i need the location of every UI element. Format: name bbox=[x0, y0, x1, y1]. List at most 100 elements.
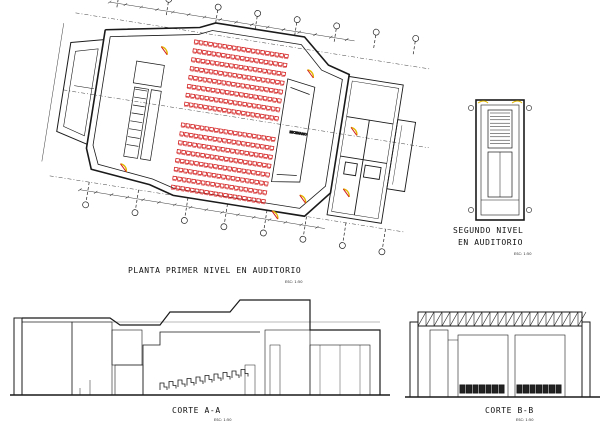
seat-back bbox=[219, 187, 224, 189]
truss-web bbox=[457, 311, 467, 327]
seat-back bbox=[190, 128, 195, 130]
seat-back bbox=[205, 63, 210, 65]
seat-back bbox=[270, 83, 275, 85]
seat bbox=[221, 107, 227, 113]
dimension-tick bbox=[204, 208, 209, 212]
seat bbox=[205, 59, 211, 65]
seat bbox=[238, 64, 244, 70]
seat bbox=[228, 157, 234, 162]
seat-back bbox=[271, 141, 275, 143]
seat-back bbox=[235, 59, 239, 61]
seat bbox=[271, 69, 277, 75]
seat-back bbox=[240, 181, 244, 183]
seat-back bbox=[228, 103, 232, 105]
seat-back bbox=[181, 154, 186, 156]
grid-line bbox=[263, 210, 268, 231]
seat bbox=[237, 131, 243, 137]
seat-back bbox=[232, 198, 237, 200]
seat-back bbox=[224, 66, 229, 68]
seat-back bbox=[253, 192, 257, 194]
seat bbox=[281, 71, 287, 77]
seat bbox=[269, 51, 275, 57]
seat-back bbox=[184, 136, 188, 138]
seat bbox=[187, 141, 193, 147]
seat-back bbox=[182, 145, 187, 147]
grid-line bbox=[135, 189, 139, 210]
stair-step bbox=[134, 96, 146, 100]
seat-back bbox=[208, 167, 213, 169]
seat bbox=[193, 103, 199, 108]
seat-back bbox=[224, 188, 229, 190]
seat bbox=[246, 102, 252, 108]
seat-back bbox=[227, 170, 232, 172]
seat-back bbox=[270, 110, 275, 112]
seat-profile bbox=[492, 384, 498, 394]
seat bbox=[269, 145, 275, 151]
seat-back bbox=[199, 129, 204, 131]
seat-back bbox=[275, 111, 280, 113]
seat bbox=[223, 129, 229, 134]
seat-back bbox=[227, 76, 232, 78]
seat bbox=[212, 106, 218, 111]
seat-back bbox=[252, 165, 257, 167]
seat bbox=[258, 58, 264, 64]
seat-back bbox=[234, 153, 239, 155]
seat-back bbox=[198, 166, 203, 168]
seat bbox=[176, 149, 182, 154]
seat-back bbox=[212, 110, 217, 112]
seat bbox=[255, 170, 261, 176]
section-a-a bbox=[10, 299, 390, 396]
seat-profile bbox=[516, 384, 523, 394]
seat-back bbox=[262, 166, 266, 168]
seat bbox=[191, 178, 197, 184]
seat bbox=[264, 86, 269, 92]
seat bbox=[218, 70, 223, 76]
section-b-b bbox=[405, 311, 600, 398]
seat bbox=[198, 161, 204, 167]
seat-back bbox=[204, 72, 208, 74]
seat bbox=[245, 111, 251, 117]
seat bbox=[258, 152, 264, 158]
seat bbox=[242, 132, 248, 137]
seat bbox=[185, 92, 191, 98]
seat bbox=[217, 164, 223, 170]
seat-back bbox=[197, 80, 202, 82]
seat bbox=[222, 43, 228, 49]
seat bbox=[214, 182, 220, 188]
dimension-tick bbox=[251, 215, 256, 219]
seat bbox=[227, 193, 233, 199]
seat-back bbox=[269, 119, 274, 121]
seat-back bbox=[256, 80, 260, 83]
seat-back bbox=[205, 91, 210, 93]
seat bbox=[260, 77, 266, 82]
seat bbox=[264, 50, 270, 56]
seat-back bbox=[235, 86, 240, 88]
second-floor-plan bbox=[468, 99, 532, 221]
svg-text:ESCENARIO: ESCENARIO bbox=[289, 130, 307, 137]
seat bbox=[219, 183, 225, 188]
seat-back bbox=[251, 80, 256, 82]
grid-bubble bbox=[299, 235, 307, 243]
seat bbox=[185, 186, 190, 192]
seat-back bbox=[227, 197, 232, 200]
seat bbox=[274, 79, 280, 85]
seat bbox=[205, 86, 211, 92]
seat bbox=[250, 48, 256, 54]
seat-back bbox=[198, 44, 203, 46]
seat-back bbox=[190, 155, 195, 157]
seat-back bbox=[190, 97, 194, 99]
seat bbox=[194, 124, 200, 130]
seat-back bbox=[218, 74, 222, 77]
seat bbox=[199, 67, 205, 73]
seat-back bbox=[224, 160, 228, 162]
seat bbox=[192, 75, 198, 81]
seat bbox=[216, 52, 222, 57]
seat bbox=[200, 180, 206, 185]
seat-back bbox=[237, 199, 242, 201]
dimension-tick bbox=[344, 38, 349, 42]
seat bbox=[225, 147, 231, 153]
seat bbox=[193, 160, 199, 166]
roof-truss bbox=[417, 311, 587, 327]
seat-back bbox=[208, 73, 213, 75]
